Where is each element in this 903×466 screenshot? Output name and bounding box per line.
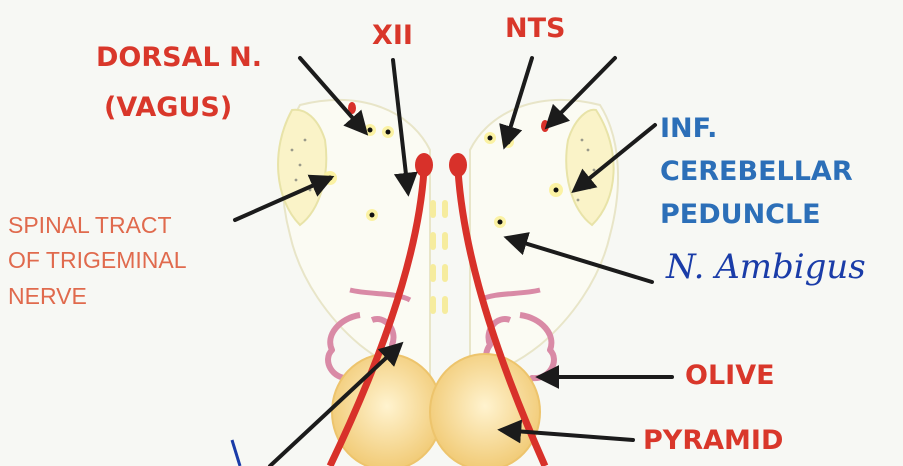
label-olive: OLIVE xyxy=(685,362,775,389)
label-inf: INF. xyxy=(660,115,717,142)
label-dorsal-n: DORSAL N. xyxy=(96,44,262,71)
label-spinal-tract: SPINAL TRACT OF TRIGEMINAL NERVE xyxy=(8,212,187,309)
label-vagus: (VAGUS) xyxy=(104,94,232,121)
label-peduncle: PEDUNCLE xyxy=(660,201,821,228)
label-xii: XII xyxy=(372,22,413,49)
label-spinal-line1: SPINAL TRACT xyxy=(8,212,187,238)
handwritten-mark xyxy=(232,440,240,466)
midline-tracts xyxy=(430,200,448,314)
label-cerebellar: CEREBELLAR xyxy=(660,158,853,185)
label-n-ambigus: N. Ambigus xyxy=(666,250,866,284)
label-spinal-line2: OF TRIGEMINAL xyxy=(8,247,187,273)
label-spinal-line3: NERVE xyxy=(8,283,187,309)
label-nts: NTS xyxy=(505,15,565,42)
label-pyramid: PYRAMID xyxy=(643,427,783,454)
